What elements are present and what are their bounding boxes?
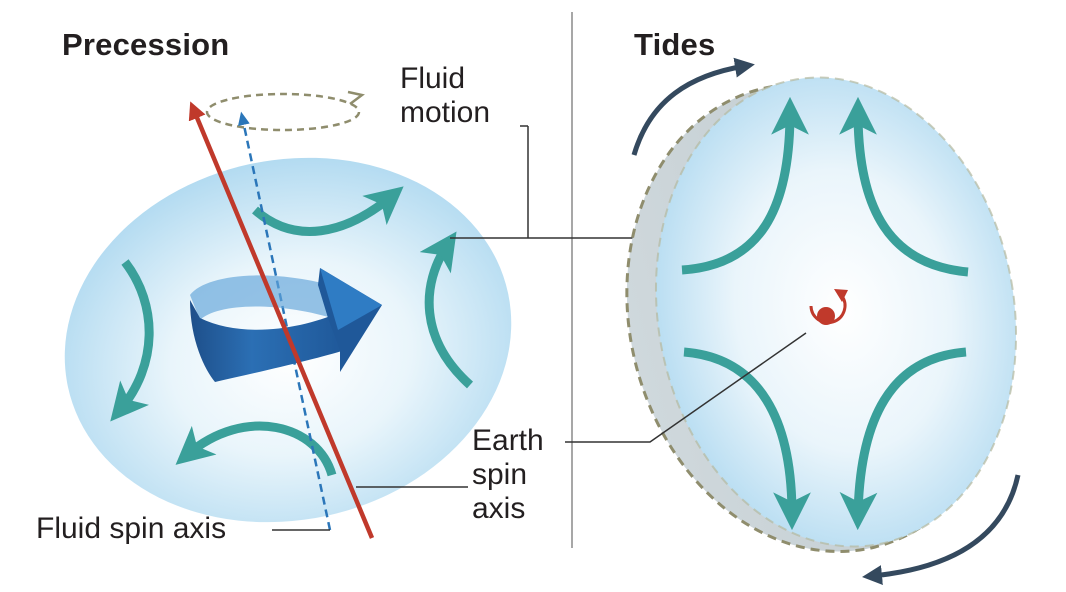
tides-rotation-arrow-top <box>631 57 755 156</box>
tides-panel <box>565 57 1021 585</box>
earth-spin-axis-label-line3: axis <box>472 492 526 525</box>
precession-title: Precession <box>62 27 230 62</box>
precession-panel <box>64 90 765 539</box>
tides-fluid-outline <box>654 76 1018 548</box>
tides-fluid-arrow-bottom-right <box>839 347 967 531</box>
earth-spin-axis-label-line2: spin <box>472 458 528 491</box>
precession-fluid-arrow-bottom <box>175 421 337 477</box>
fluid-motion-label-line2: motion <box>400 96 491 129</box>
earth-spin-axis-leader-right <box>565 332 807 443</box>
tides-fluid-arrow-top-right <box>839 96 969 277</box>
earth-spin-axis-label: Earth spin axis <box>472 424 544 526</box>
fluid-motion-label-line1: Fluid <box>400 62 466 95</box>
tides-title: Tides <box>634 27 716 62</box>
precession-fluid-arrow-left <box>110 259 154 422</box>
precession-fluid-motion-orbit <box>205 92 361 132</box>
precession-fluid-arrow-right <box>419 231 474 389</box>
tides-rotation-arrow-bottom <box>862 474 1021 585</box>
fluid-motion-label: Fluid motion <box>400 62 490 130</box>
fluid-spin-axis-line <box>238 111 332 531</box>
earth-center-rotation-icon <box>809 289 848 325</box>
tides-fluid-arrow-top-left <box>681 96 809 275</box>
earth-spin-axis-label-line1: Earth <box>472 424 544 457</box>
precession-ribbon-icon <box>190 268 382 382</box>
earth-spin-axis-line <box>188 101 375 539</box>
precession-orbit-arrowhead <box>347 90 365 105</box>
tides-fluid-arrow-bottom-left <box>683 347 811 531</box>
fluid-spin-axis-label: Fluid spin axis <box>36 512 227 545</box>
precession-fluid-arrow-top <box>252 186 404 236</box>
tides-fluid-body <box>655 77 1017 547</box>
